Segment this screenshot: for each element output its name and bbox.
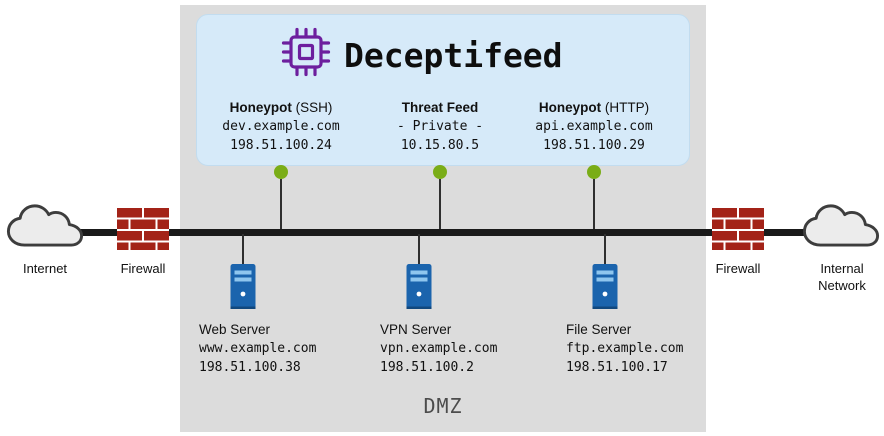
node-title-rest: (SSH) [291, 100, 333, 115]
web-server-node: Web Server www.example.com 198.51.100.38 [199, 320, 369, 377]
internet-cloud-icon [6, 204, 84, 247]
right-firewall-label: Firewall [715, 261, 761, 276]
left-firewall-label: Firewall [120, 261, 166, 276]
server-name: File Server [566, 322, 632, 337]
server-host: vpn.example.com [380, 341, 498, 356]
node-ip: 10.15.80.5 [400, 138, 480, 153]
honeypot-http-node: Honeypot (HTTP) api.example.com 198.51.1… [504, 98, 684, 155]
vpn-server-node: VPN Server vpn.example.com 198.51.100.2 [380, 320, 550, 377]
threat-feed-node: Threat Feed - Private - 10.15.80.5 [350, 98, 530, 155]
server-ip: 198.51.100.38 [199, 360, 301, 375]
firewall-icon [117, 208, 169, 250]
internal-network-label: Internal Network [818, 261, 866, 293]
connector-line [242, 234, 244, 265]
deceptifeed-panel [196, 14, 690, 166]
server-name: VPN Server [380, 322, 452, 337]
node-title-rest: (HTTP) [601, 100, 650, 115]
node-ip: 198.51.100.29 [543, 138, 645, 153]
honeypot-ssh-node: Honeypot (SSH) dev.example.com 198.51.10… [191, 98, 371, 155]
server-host: www.example.com [199, 341, 317, 356]
connector-line [593, 179, 595, 230]
connector-dot [433, 165, 447, 179]
network-bus-line [35, 229, 845, 236]
node-title: Honeypot (HTTP) [504, 98, 684, 117]
connector-line [280, 179, 282, 230]
node-title: Honeypot (SSH) [191, 98, 371, 117]
connector-line [439, 179, 441, 230]
node-title-bold: Honeypot [538, 100, 602, 115]
server-host: ftp.example.com [566, 341, 684, 356]
server-name: Web Server [199, 322, 271, 337]
file-server-icon [592, 264, 618, 309]
node-host: api.example.com [535, 119, 653, 134]
node-host: - Private - [396, 119, 484, 134]
app-title: Deceptifeed [344, 36, 563, 75]
vpn-server-icon [406, 264, 432, 309]
cpu-chip-icon [281, 27, 331, 77]
server-ip: 198.51.100.17 [566, 360, 668, 375]
web-server-icon [230, 264, 256, 309]
node-title-bold: Threat Feed [401, 100, 479, 115]
connector-line [604, 234, 606, 265]
dmz-label: DMZ [423, 394, 463, 418]
node-host: dev.example.com [222, 119, 340, 134]
connector-dot [587, 165, 601, 179]
node-title-bold: Honeypot [229, 100, 292, 115]
firewall-icon [712, 208, 764, 250]
internal-network-cloud-icon [802, 204, 880, 247]
internet-label: Internet [22, 261, 68, 276]
connector-dot [274, 165, 288, 179]
file-server-node: File Server ftp.example.com 198.51.100.1… [566, 320, 736, 377]
node-ip: 198.51.100.24 [230, 138, 332, 153]
node-title: Threat Feed [350, 98, 530, 117]
connector-line [418, 234, 420, 265]
server-ip: 198.51.100.2 [380, 360, 474, 375]
